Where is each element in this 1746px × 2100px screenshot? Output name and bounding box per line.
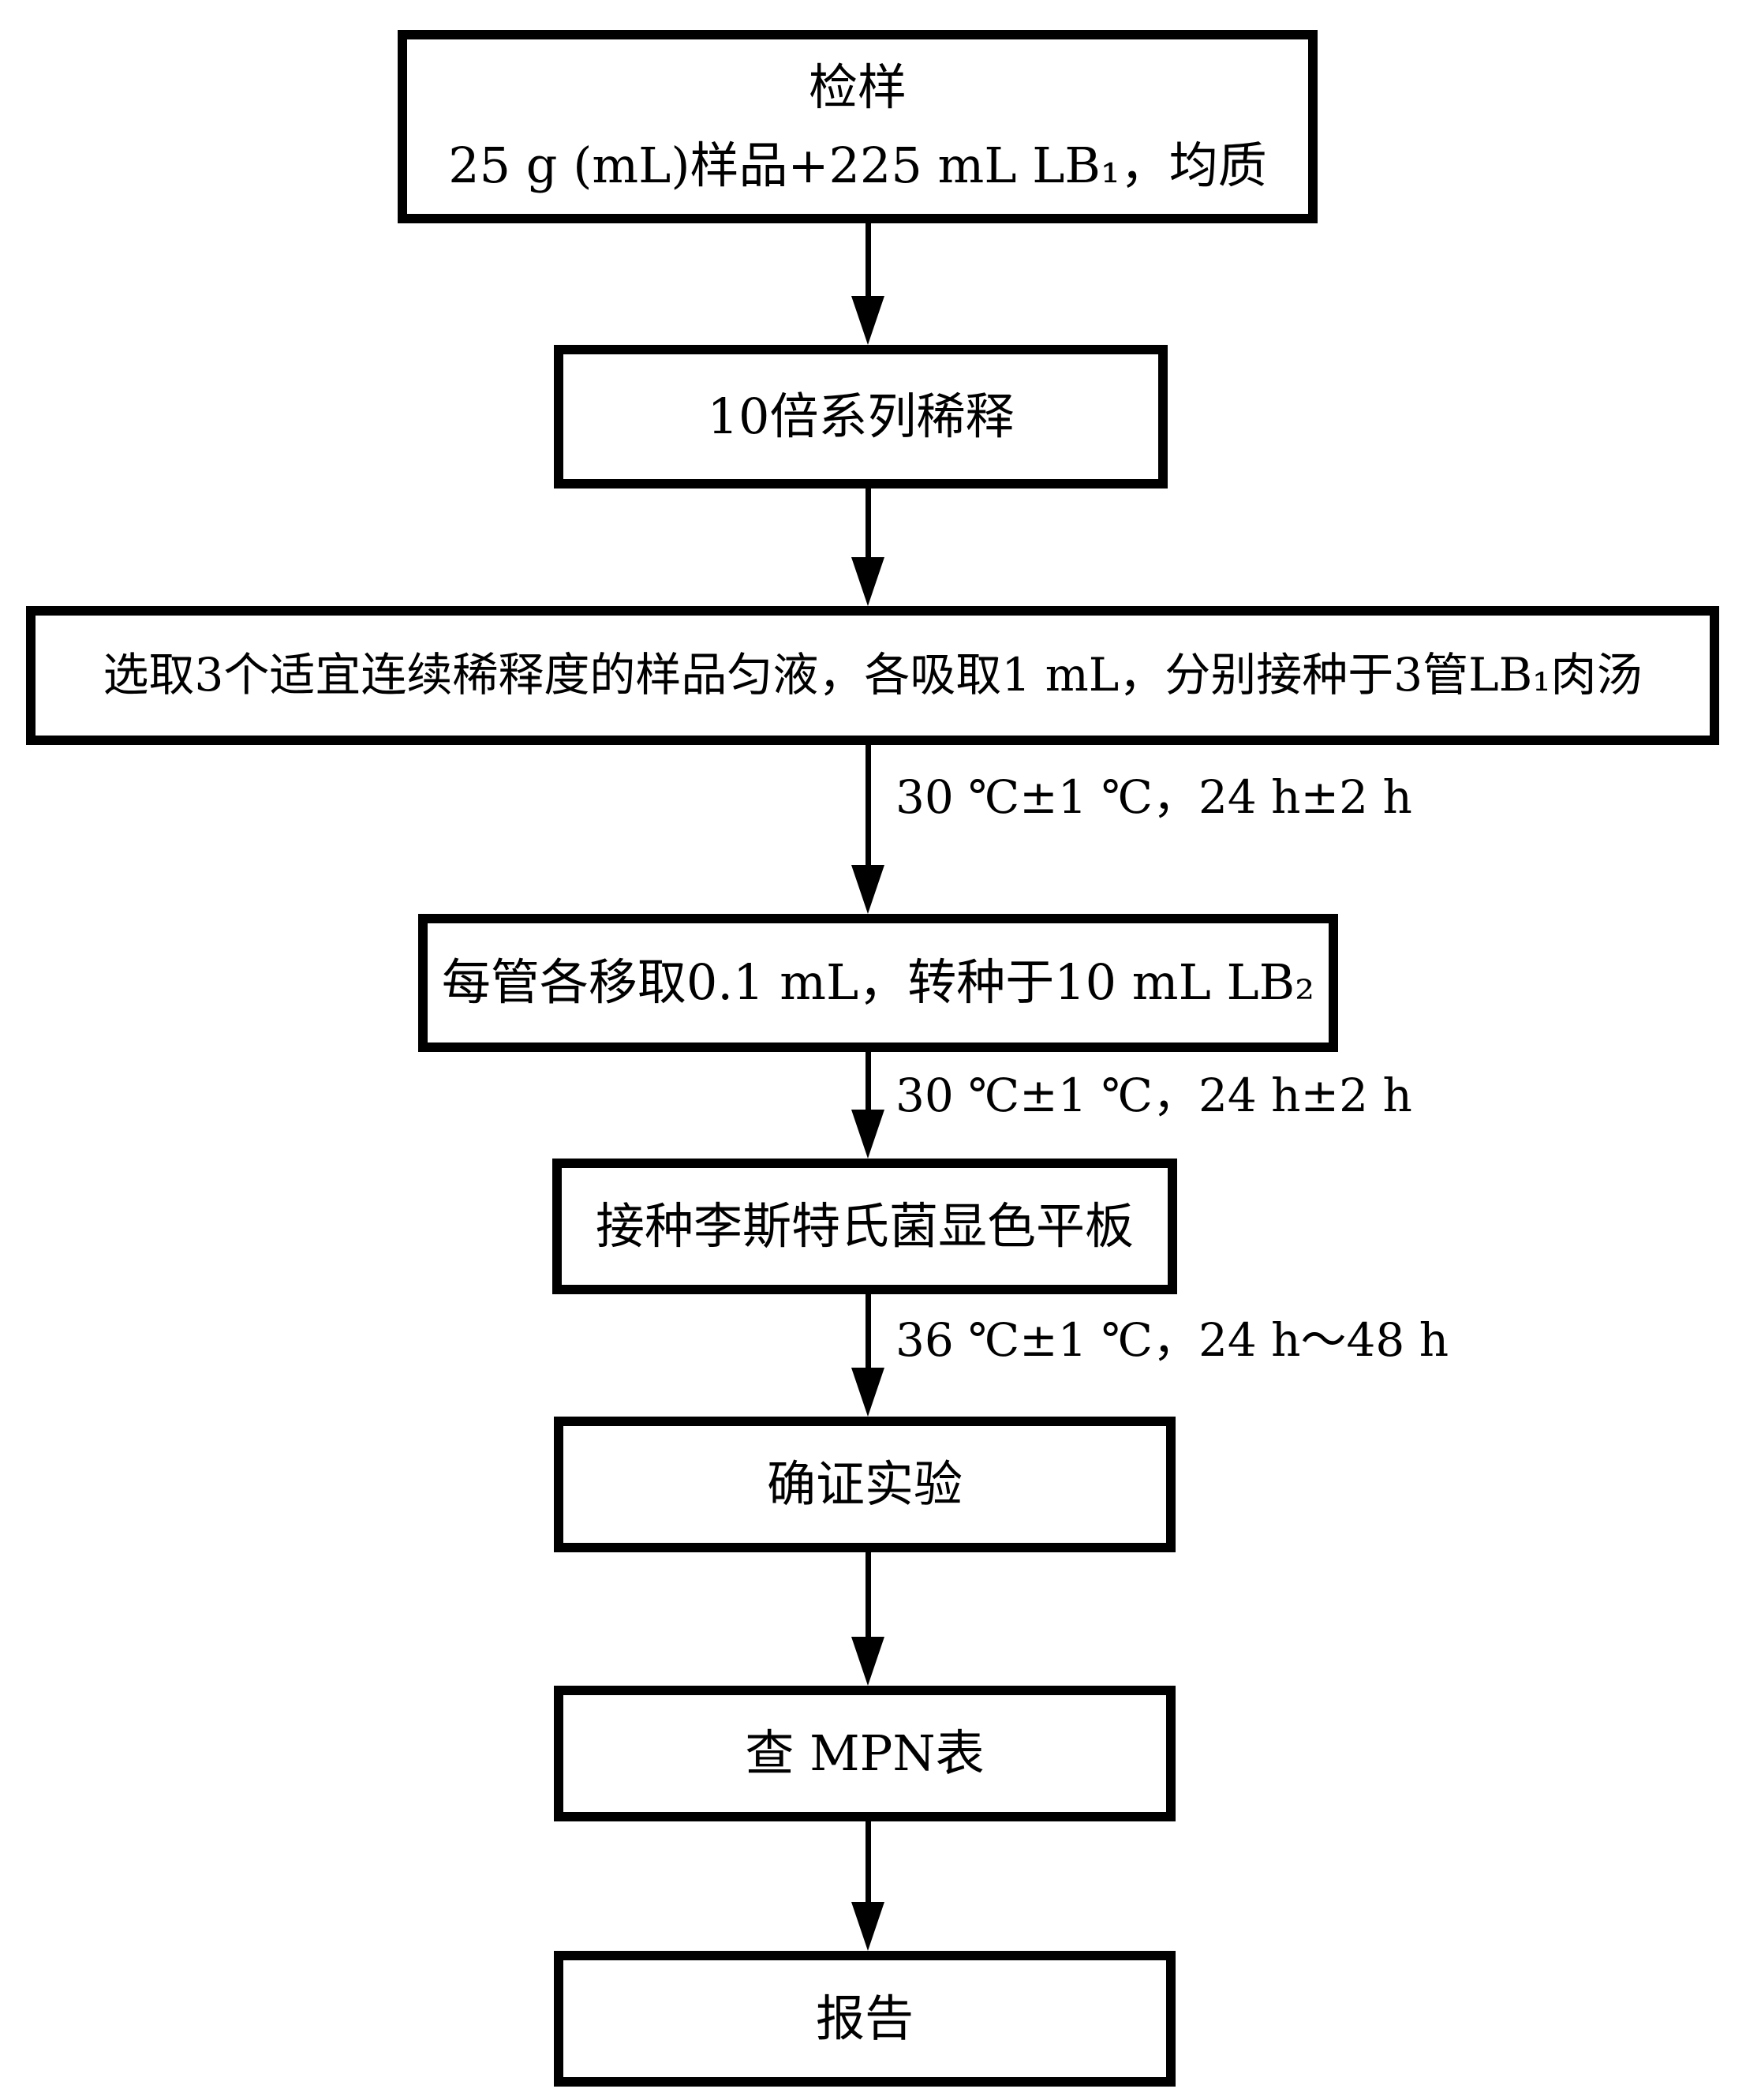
arrow-shaft [865,1294,871,1368]
step-title: 10倍系列稀释 [707,387,1015,445]
incubation-label-3: 36 ℃±1 ℃，24 h～48 h [895,1313,1449,1367]
flow-arrow-5 [850,1294,886,1417]
arrowhead-down-icon [851,1902,884,1951]
step-box-chromogenic-plate: 接种李斯特氏菌显色平板 [552,1159,1177,1294]
step-title: 每管各移取0.1 mL，转种于10 mL LB₂ [441,953,1315,1012]
step-title: 查 MPN表 [745,1724,985,1782]
flow-arrow-7 [850,1821,886,1951]
flow-arrow-2 [850,489,886,606]
step-title: 确证实验 [766,1454,963,1513]
arrow-shaft [865,1821,871,1902]
step-box-serial-dilution: 10倍系列稀释 [554,345,1168,489]
step-box-inoculate-lb1: 选取3个适宜连续稀释度的样品匀液，各吸取1 mL，分别接种于3管LB₁肉汤 [26,606,1719,745]
step-title: 报告 [815,1989,914,2047]
arrowhead-down-icon [851,865,884,914]
arrowhead-down-icon [851,557,884,606]
step-box-mpn-table: 查 MPN表 [554,1686,1176,1821]
incubation-label-2: 30 ℃±1 ℃，24 h±2 h [895,1069,1412,1122]
arrowhead-down-icon [851,1368,884,1417]
step-box-sampling: 检样 25 g (mL)样品+225 mL LB₁，均质 [398,30,1318,223]
step-title: 选取3个适宜连续稀释度的样品匀液，各吸取1 mL，分别接种于3管LB₁肉汤 [103,648,1643,702]
incubation-label-1: 30 ℃±1 ℃，24 h±2 h [895,770,1412,824]
flow-arrow-4 [850,1052,886,1159]
arrowhead-down-icon [851,1110,884,1159]
flow-arrow-6 [850,1552,886,1686]
arrow-shaft [865,1052,871,1110]
arrow-shaft [865,489,871,557]
arrowhead-down-icon [851,1637,884,1686]
step-box-confirmation: 确证实验 [554,1417,1176,1552]
step-title: 检样 [808,58,907,117]
step-title: 接种李斯特氏菌显色平板 [595,1196,1134,1255]
arrow-shaft [865,1552,871,1637]
step-box-transfer-lb2: 每管各移取0.1 mL，转种于10 mL LB₂ [418,914,1338,1052]
flow-arrow-3 [850,745,886,914]
step-detail: 25 g (mL)样品+225 mL LB₁，均质 [448,136,1267,194]
arrowhead-down-icon [851,296,884,345]
flow-arrow-1 [850,223,886,345]
arrow-shaft [865,223,871,296]
arrow-shaft [865,745,871,865]
step-box-report: 报告 [554,1951,1176,2087]
